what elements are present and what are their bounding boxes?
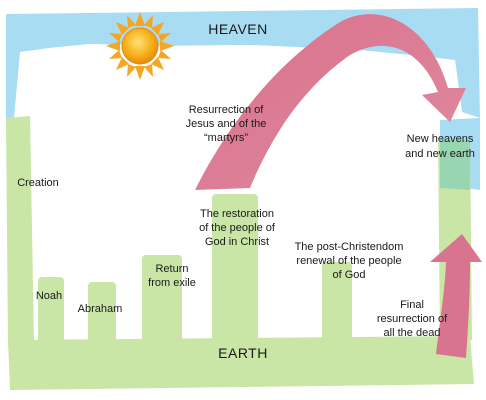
- resurrection-jesus-label-line3: “martyrs”: [204, 132, 248, 144]
- return-label-line2: from exile: [148, 277, 196, 289]
- heaven-label: HEAVEN: [208, 21, 268, 37]
- final-resurrection-label-line2: resurrection of: [377, 313, 448, 325]
- resurrection-arc-arrow: [195, 14, 466, 191]
- abraham-column: [88, 282, 116, 346]
- return-column: [142, 255, 182, 347]
- sky-inner-edge: [20, 44, 462, 170]
- final-resurrection-arrow: [430, 234, 482, 358]
- earth-label: EARTH: [218, 345, 268, 361]
- new-heavens-label-line2: and new earth: [405, 148, 475, 160]
- return-label-line1: Return: [155, 263, 188, 275]
- earth-ground: [8, 336, 474, 390]
- creation-column: [6, 116, 34, 345]
- post-christendom-column: [322, 262, 352, 346]
- post-christendom-label-line3: of God: [332, 269, 365, 281]
- abraham-label: Abraham: [78, 303, 123, 315]
- noah-column: [38, 277, 64, 347]
- creation-label: Creation: [17, 177, 59, 189]
- restoration-label-line2: of the people of: [199, 222, 276, 234]
- new-heavens-label-line1: New heavens: [407, 133, 474, 145]
- noah-label: Noah: [36, 290, 62, 302]
- resurrection-jesus-label-line1: Resurrection of: [189, 104, 265, 116]
- post-christendom-label-line2: renewal of the people: [296, 255, 401, 267]
- restoration-column: [212, 194, 258, 346]
- final-resurrection-label-line3: all the dead: [384, 327, 441, 339]
- resurrection-jesus-label-line2: Jesus and of the: [186, 118, 267, 130]
- post-christendom-label-line1: The post-Christendom: [295, 241, 404, 253]
- sun-icon: [106, 12, 174, 80]
- new-heavens-overlap: [440, 140, 470, 190]
- restoration-label-line1: The restoration: [200, 208, 274, 220]
- final-resurrection-label-line1: Final: [400, 299, 424, 311]
- restoration-label-line3: God in Christ: [205, 236, 269, 248]
